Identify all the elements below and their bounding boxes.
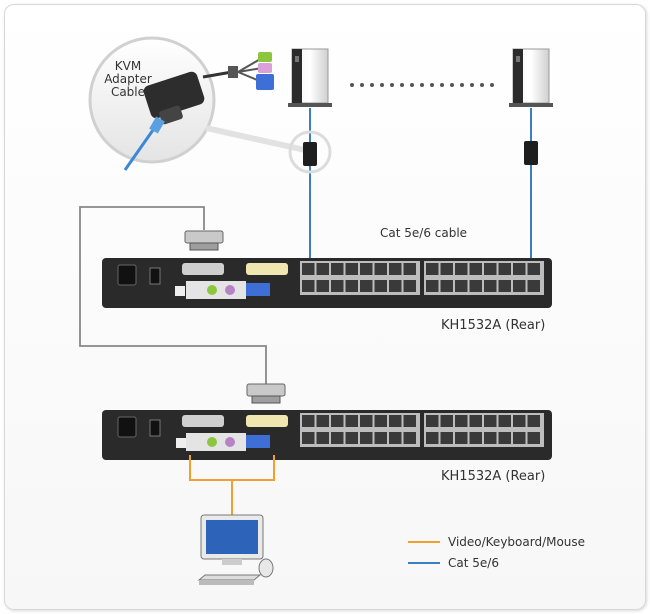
rj45-port <box>498 263 511 275</box>
rj45-port <box>360 280 373 292</box>
unit-1-label: KH1532A (Rear) <box>441 318 546 333</box>
cat-cable-label: Cat 5e/6 cable <box>380 226 468 240</box>
monitor-icon <box>200 514 264 565</box>
keyboard-icon <box>197 574 262 585</box>
rj45-port <box>331 263 344 275</box>
rj45-port <box>302 280 315 292</box>
rj45-port <box>513 263 526 275</box>
rj45-port-bank <box>300 261 544 295</box>
rj45-port <box>374 280 387 292</box>
rj45-port <box>455 280 468 292</box>
rj45-port <box>513 280 526 292</box>
legend-video-keyboard-mouse: Video/Keyboard/Mouse <box>448 535 586 549</box>
rj45-port <box>455 432 468 444</box>
rj45-port <box>498 432 511 444</box>
rj45-port <box>345 415 358 427</box>
kvm-adapter-icon <box>303 142 317 166</box>
rj45-port <box>498 280 511 292</box>
rj45-port <box>360 415 373 427</box>
rj45-port <box>469 263 482 275</box>
rj45-port <box>484 280 497 292</box>
rj45-port <box>302 415 315 427</box>
rj45-port <box>498 415 511 427</box>
console-cable <box>189 455 275 515</box>
rj45-port <box>469 432 482 444</box>
rj45-port <box>345 432 358 444</box>
rj45-port <box>403 415 416 427</box>
rj45-port <box>426 415 439 427</box>
rj45-port <box>403 263 416 275</box>
rj45-port <box>302 263 315 275</box>
rj45-port <box>374 415 387 427</box>
rj45-port <box>469 415 482 427</box>
rj45-port <box>484 415 497 427</box>
rj45-port <box>345 280 358 292</box>
server-icon <box>509 48 553 107</box>
server-icon <box>288 48 332 107</box>
kvm-label-line-3: Cable <box>110 85 146 99</box>
rj45-port <box>345 263 358 275</box>
rj45-port <box>316 432 329 444</box>
kvm-label-line-2: Adapter <box>104 72 152 86</box>
rj45-port <box>374 263 387 275</box>
legend-cat-cable: Cat 5e/6 <box>448 556 499 570</box>
db-connector-plug <box>184 230 224 251</box>
rj45-port <box>455 415 468 427</box>
rj45-port <box>331 280 344 292</box>
daisy-chain-cable <box>79 206 267 385</box>
rj45-port <box>374 432 387 444</box>
db-connector-plug <box>246 383 286 404</box>
rj45-port <box>527 415 540 427</box>
rj45-port <box>331 432 344 444</box>
rj45-port <box>316 263 329 275</box>
rj45-port <box>426 432 439 444</box>
kvm-label-line-1: KVM <box>114 59 142 73</box>
rj45-port <box>455 263 468 275</box>
rj45-port <box>389 280 402 292</box>
rj45-port <box>440 263 453 275</box>
rj45-port <box>440 415 453 427</box>
more-servers-dots <box>350 83 494 87</box>
unit-2-label: KH1532A (Rear) <box>441 469 546 484</box>
rj45-port <box>513 415 526 427</box>
kvm-adapter-icon <box>123 52 274 171</box>
rj45-port <box>484 432 497 444</box>
rj45-port <box>389 415 402 427</box>
rj45-port <box>527 432 540 444</box>
rj45-port <box>426 263 439 275</box>
rj45-port <box>440 280 453 292</box>
kvm-adapter-label: KVM Adapter Cable <box>96 60 160 99</box>
rj45-port <box>403 432 416 444</box>
rj45-port <box>360 263 373 275</box>
rj45-port <box>389 263 402 275</box>
rj45-port-bank <box>300 413 544 447</box>
adapter-callout-circle <box>288 130 332 174</box>
rj45-port <box>440 432 453 444</box>
cat-cable-line <box>309 108 532 264</box>
rj45-port <box>360 432 373 444</box>
rj45-port <box>527 280 540 292</box>
mouse-icon <box>258 558 274 578</box>
rj45-port <box>316 280 329 292</box>
rj45-port <box>403 280 416 292</box>
rj45-port <box>331 415 344 427</box>
rj45-port <box>426 280 439 292</box>
rj45-port <box>513 432 526 444</box>
rj45-port <box>316 415 329 427</box>
kvm-adapter-icon <box>524 141 538 165</box>
rj45-port <box>469 280 482 292</box>
rj45-port <box>484 263 497 275</box>
rj45-port <box>527 263 540 275</box>
rj45-port <box>389 432 402 444</box>
rj45-port <box>302 432 315 444</box>
